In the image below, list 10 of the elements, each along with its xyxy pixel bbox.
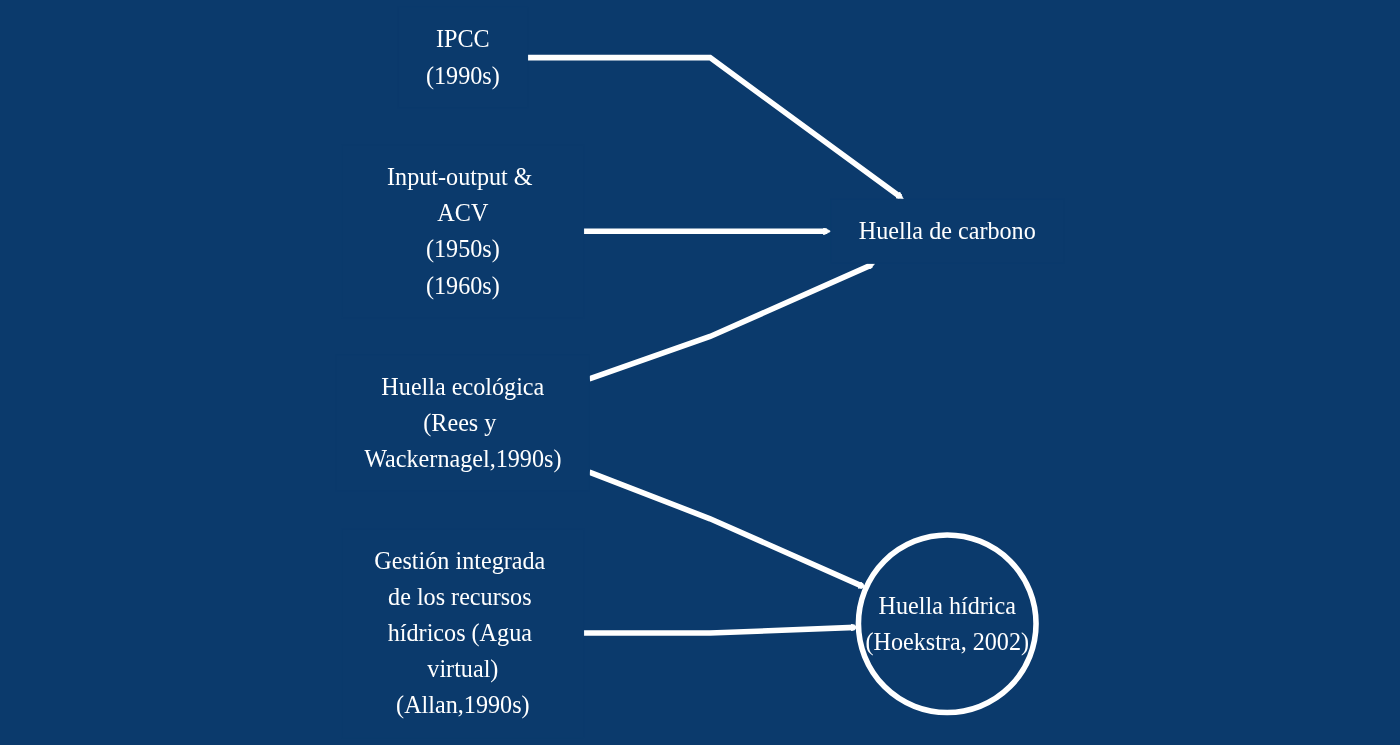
- node-text: Input-output & ACV (1950s) (1960s): [387, 163, 533, 300]
- node-text: Huella ecológica (Rees y Wackernagel,1990s): [364, 373, 562, 473]
- arrow: [527, 54, 904, 200]
- node-text: Huella de carbono: [858, 217, 1036, 245]
- node-text: IPCC (1990s): [425, 26, 500, 90]
- arrow: [583, 227, 832, 236]
- arrow: [588, 469, 867, 589]
- arrow: [588, 262, 876, 382]
- node-text: Gestión integrada de los recursos hídricos (Agua virtual) (Allan,1990s): [374, 547, 546, 719]
- node-circle: Huella hídrica (Hoekstra, 2002): [855, 532, 1039, 716]
